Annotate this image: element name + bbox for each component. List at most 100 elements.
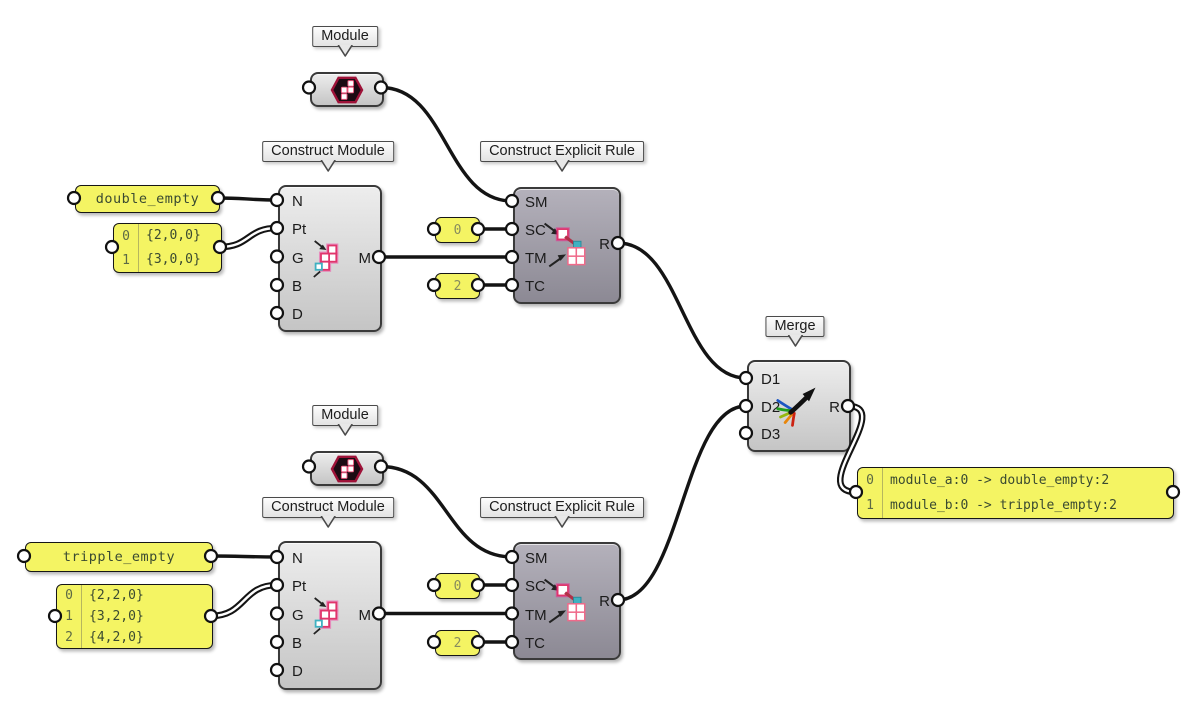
input-sc-label: SC (525, 578, 546, 595)
input-g-label: G (292, 249, 304, 267)
merge-label-text: Merge (774, 318, 816, 334)
output-m-label: M (358, 250, 372, 267)
wire-casing (216, 224, 281, 251)
sc-panel-bottom-text: 0 (453, 578, 462, 594)
input-tc-label: TC (525, 635, 545, 652)
label-pointer (320, 160, 336, 172)
module-component-top[interactable] (310, 72, 384, 107)
tc-panel-top-text: 2 (453, 278, 462, 294)
panel-row: 2 {4,2,0} (57, 627, 212, 648)
input-pt-label: Pt (292, 578, 307, 595)
row-value: module_a:0 -> double_empty:2 (882, 468, 1109, 493)
wire-points-top-to-pt[interactable] (216, 224, 281, 251)
module-bottom-label: Module (312, 405, 378, 436)
name-panel-tripple-empty[interactable]: tripple_empty (25, 542, 213, 572)
output-r-label: R (599, 593, 610, 610)
panel-row: 0 module_a:0 -> double_empty:2 (858, 468, 1173, 493)
input-tc-label: TC (525, 278, 545, 295)
name-panel-text: double_empty (95, 191, 200, 207)
output-m-label: M (358, 606, 372, 624)
input-n-label: N (292, 550, 303, 567)
construct-explicit-rule-component-top[interactable]: SM SC TM TC R (513, 187, 621, 304)
input-sc-label: SC (525, 222, 546, 239)
merge-label: Merge (765, 316, 825, 347)
input-d-label: D (292, 306, 303, 323)
row-value: {2,0,0} (138, 224, 201, 248)
construct-explicit-rule-component-bottom[interactable]: SM SC TM TC R (513, 542, 621, 660)
construct-module-icon (313, 597, 339, 635)
row-index: 0 (122, 228, 130, 244)
wire-name-top-to-n[interactable] (216, 196, 279, 202)
row-index: 0 (866, 473, 874, 488)
row-index: 1 (122, 252, 130, 268)
rule-bottom-label-text: Construct Explicit Rule (489, 499, 635, 515)
rule-top-label: Construct Explicit Rule (480, 141, 644, 172)
input-d1-label: D1 (761, 371, 781, 388)
result-panel[interactable]: 0 module_a:0 -> double_empty:2 1 module_… (857, 467, 1174, 519)
wire-points-bottom-to-pt[interactable] (207, 581, 281, 620)
row-value: module_b:0 -> tripple_empty:2 (882, 493, 1117, 518)
row-value: {4,2,0} (81, 627, 144, 648)
wire-core (209, 583, 279, 618)
sc-panel-top-text: 0 (453, 222, 462, 238)
row-value: {3,0,0} (138, 248, 201, 272)
tc-panel-bottom[interactable]: 2 (435, 630, 480, 656)
module-bottom-label-text: Module (321, 407, 369, 423)
construct-module-component-top[interactable]: N Pt G B D M (278, 185, 382, 332)
panel-row: 1 module_b:0 -> tripple_empty:2 (858, 493, 1173, 518)
label-pointer (554, 516, 570, 528)
output-r-label: R (829, 399, 840, 416)
label-pointer (337, 45, 353, 57)
input-tm-label: TM (525, 606, 547, 624)
merge-component[interactable]: D1 D2 D3 R (747, 360, 851, 452)
row-index: 1 (866, 498, 874, 513)
panel-row: 0 {2,0,0} (114, 224, 221, 248)
sc-panel-bottom[interactable]: 0 (435, 573, 480, 599)
construct-module-component-bottom[interactable]: N Pt G B D M (278, 541, 382, 690)
input-d2-label: D2 (761, 399, 781, 416)
wire-rule-top-to-d1[interactable] (616, 241, 748, 380)
construct-module-top-label-text: Construct Module (271, 143, 385, 159)
input-b-label: B (292, 278, 303, 295)
input-sm-label: SM (525, 194, 548, 211)
merge-fan-arrow-icon (776, 387, 816, 427)
tc-panel-bottom-text: 2 (453, 635, 462, 651)
wire-core (218, 226, 279, 249)
input-sm-label: SM (525, 550, 548, 567)
name-panel-double-empty[interactable]: double_empty (75, 185, 220, 213)
input-n-label: N (292, 193, 303, 210)
panel-row: 0 {2,2,0} (57, 585, 212, 606)
tc-panel-top[interactable]: 2 (435, 273, 480, 299)
hexagon-module-icon (330, 76, 364, 104)
construct-module-bottom-label-text: Construct Module (271, 499, 385, 515)
module-top-label-text: Module (321, 28, 369, 44)
points-panel-bottom[interactable]: 0 {2,2,0} 1 {3,2,0} 2 {4,2,0} (56, 584, 213, 649)
rule-top-label-text: Construct Explicit Rule (489, 143, 635, 159)
sc-panel-top[interactable]: 0 (435, 217, 480, 243)
construct-explicit-rule-icon (543, 222, 586, 268)
output-r-label: R (599, 236, 610, 253)
rule-bottom-label: Construct Explicit Rule (480, 497, 644, 528)
hexagon-module-icon (330, 455, 364, 483)
wire-name-bottom-to-n[interactable] (209, 554, 279, 559)
points-panel-top[interactable]: 0 {2,0,0} 1 {3,0,0} (113, 223, 222, 273)
module-top-label: Module (312, 26, 378, 57)
row-index: 1 (65, 609, 73, 624)
row-index: 0 (65, 588, 73, 603)
panel-row: 1 {3,2,0} (57, 606, 212, 627)
input-g-label: G (292, 606, 304, 624)
module-component-bottom[interactable] (310, 451, 384, 486)
row-value: {2,2,0} (81, 585, 144, 606)
panel-row: 1 {3,0,0} (114, 248, 221, 272)
row-index: 2 (65, 630, 73, 645)
wire-casing (207, 581, 281, 620)
construct-explicit-rule-icon (543, 578, 586, 624)
label-pointer (320, 516, 336, 528)
construct-module-bottom-label: Construct Module (262, 497, 394, 528)
label-pointer (787, 335, 803, 347)
construct-module-top-label: Construct Module (262, 141, 394, 172)
input-d-label: D (292, 663, 303, 680)
label-pointer (554, 160, 570, 172)
name-panel-text: tripple_empty (62, 549, 176, 565)
